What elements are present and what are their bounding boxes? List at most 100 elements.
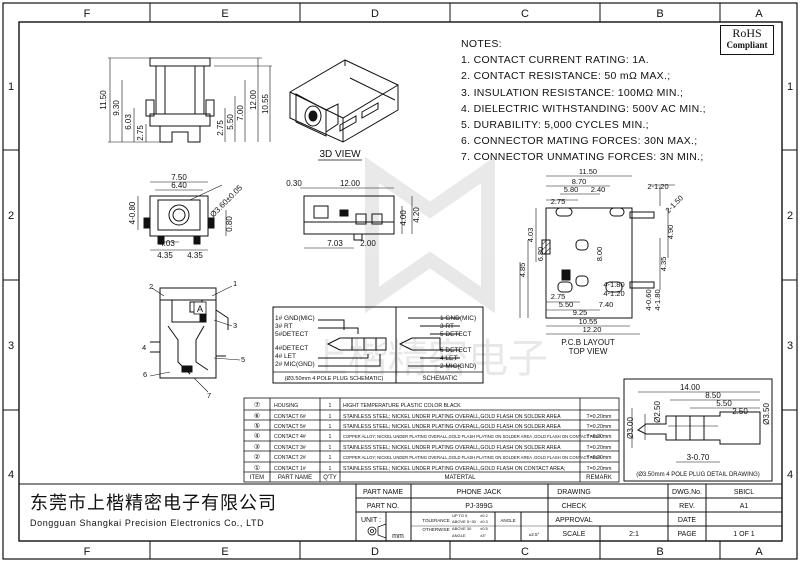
dim-label: 4.90 — [666, 225, 675, 240]
pin-label: 6 DETECT — [440, 347, 471, 354]
plug-detail-box — [623, 378, 773, 482]
part-name-value: PHONE JACK — [457, 489, 502, 496]
callout-number: 6 — [143, 370, 147, 379]
dim-label: 7.40 — [599, 300, 614, 309]
bom-qty: 1 — [329, 403, 332, 409]
schematic-caption: SCHEMATIC — [423, 376, 459, 382]
bom-item: ① — [254, 464, 260, 472]
dim-label: 9.30 — [112, 100, 121, 116]
dim-label: 4.35 — [659, 257, 668, 272]
pin-label: 3 RT — [440, 323, 454, 330]
bom-remark: T=0.20mm — [587, 455, 612, 461]
dim-label: Ø2.50 — [653, 401, 662, 423]
pin-label: 1 GND(MIC) — [440, 315, 476, 322]
side-view — [108, 57, 272, 143]
dim-label: 0.80 — [225, 216, 234, 232]
dim-label: Ø3.00 — [626, 417, 635, 439]
dim-label: 4.03 — [159, 239, 175, 248]
tol-range: ABOVE 30 — [452, 526, 472, 531]
bom-header: REMARK — [586, 475, 612, 481]
check-label: CHECK — [562, 503, 587, 510]
dim-label: 7.03 — [327, 239, 343, 248]
pin-label: 2# MIC(GND) — [275, 361, 315, 368]
tol-value: ±0.2 — [480, 513, 489, 518]
dim-label: 12.20 — [583, 325, 602, 334]
dim-label: 11.50 — [579, 167, 597, 176]
dim-label: 9.25 — [573, 308, 588, 317]
company-name-en: Dongguan Shangkai Precision Electronics … — [30, 518, 265, 528]
note-item: 3. INSULATION RESISTANCE: 100MΩ MIN.; — [461, 86, 684, 99]
dim-label: 4.35 — [187, 251, 203, 260]
projection-symbol-icon — [367, 523, 387, 539]
dim-label: 2.75 — [551, 292, 566, 301]
dim-label: 4.85 — [518, 263, 527, 278]
bom-item: ② — [254, 453, 260, 461]
tol-range: ANGLE — [452, 533, 466, 538]
bom-material: STAINLESS STEEL; NICKEL UNDER PLATING OV… — [343, 424, 561, 430]
rev-value: A1 — [740, 503, 749, 510]
tol-value: ±0.5 — [480, 526, 489, 531]
zone-row-label: 1 — [787, 81, 793, 93]
bom-part-name: CONTACT 4# — [274, 434, 306, 440]
page-label: PAGE — [678, 531, 697, 538]
bom-item: ⑤ — [254, 422, 260, 430]
callout-number: 7 — [207, 391, 211, 400]
schematic-box — [272, 306, 484, 384]
note-item: 4. DIELECTRIC WITHSTANDING: 500V AC MIN.… — [461, 102, 706, 115]
pin-label: 2 MIC(GND) — [440, 363, 476, 370]
section-callouts: 2 1 3 4 5 6 7 — [142, 279, 245, 400]
dim-label: 6.80 — [536, 247, 545, 262]
bom-qty: 1 — [329, 414, 332, 420]
part-no-label: PART NO. — [367, 503, 399, 510]
callout-number: 3 — [233, 321, 237, 330]
zone-labels: F E D C B A F E D C B A 1 2 3 4 1 2 3 4 — [8, 8, 793, 558]
dim-label: 10.55 — [579, 317, 598, 326]
part-name-label: PART NAME — [363, 489, 403, 496]
notes-block: NOTES: 1. CONTACT CURRENT RATING: 1A. 2.… — [461, 36, 706, 166]
title-block-text: PART NAME PHONE JACK PART NO. PJ-399G UN… — [361, 489, 755, 540]
notes-title: NOTES: — [461, 38, 502, 50]
dim-label: 2.75 — [216, 120, 225, 136]
title-block — [19, 483, 782, 541]
zone-col-label: F — [84, 8, 91, 20]
zone-row-label: 1 — [8, 81, 14, 93]
bom-material: COPPER ALLOY; NICKEL UNDER PLATING OVERA… — [343, 434, 602, 439]
zone-row-label: 2 — [8, 210, 14, 222]
pin-label: 4#DETECT — [275, 345, 308, 352]
zone-col-label: E — [221, 546, 228, 558]
pin-label: 5 DETECT — [440, 331, 471, 338]
note-item: 1. CONTACT CURRENT RATING: 1A. — [461, 54, 649, 67]
scale-value: 2:1 — [629, 531, 639, 538]
section-label-a: A — [197, 304, 203, 314]
zone-row-label: 4 — [787, 469, 793, 481]
zone-col-label: D — [371, 8, 379, 20]
zone-row-label: 3 — [787, 340, 793, 352]
zone-row-label: 2 — [787, 210, 793, 222]
dim-label: 2.75 — [136, 125, 145, 141]
bom-part-name: CONTACT 2# — [274, 455, 306, 461]
bom-header: ITEM — [250, 475, 264, 481]
dim-label: 10.55 — [261, 93, 270, 114]
plug-detail — [631, 391, 761, 463]
bom-material: COPPER ALLOY; NICKEL UNDER PLATING OVERA… — [343, 455, 602, 460]
plug-detail-dims: 14.00 8.50 5.50 2.50 Ø2.50 Ø3.00 Ø3.50 3… — [626, 383, 771, 462]
bom-part-name: HOUSING — [274, 403, 298, 409]
note-item: 5. DURABILITY: 5,000 CYCLES MIN.; — [461, 119, 649, 132]
rohs-compliant-label: Compliant — [726, 40, 768, 50]
bom-material: STAINLESS STEEL; NICKEL UNDER PLATING OV… — [343, 466, 565, 472]
zone-ticks — [3, 3, 797, 559]
callout-number: 2 — [149, 282, 153, 291]
zone-col-label: C — [521, 546, 529, 558]
pcb-layout — [519, 175, 675, 335]
bom-header: Q'TY — [323, 475, 336, 481]
bom-rows: ⑦ HOUSING 1 HIGHT TEMPERATURE PLASTIC CO… — [250, 401, 612, 481]
bom-remark: T=0.20mm — [587, 434, 612, 440]
dwg-no-label: DWG.No. — [672, 489, 702, 496]
rohs-label: RoHS — [732, 26, 762, 40]
dim-label: 4-1.20 — [603, 289, 624, 298]
company-name-cn: 东莞市上楷精密电子有限公司 — [30, 493, 277, 513]
zone-col-label: A — [755, 546, 763, 558]
bom-item: ⑦ — [254, 401, 260, 409]
bom-header: PART NAME — [278, 475, 312, 481]
